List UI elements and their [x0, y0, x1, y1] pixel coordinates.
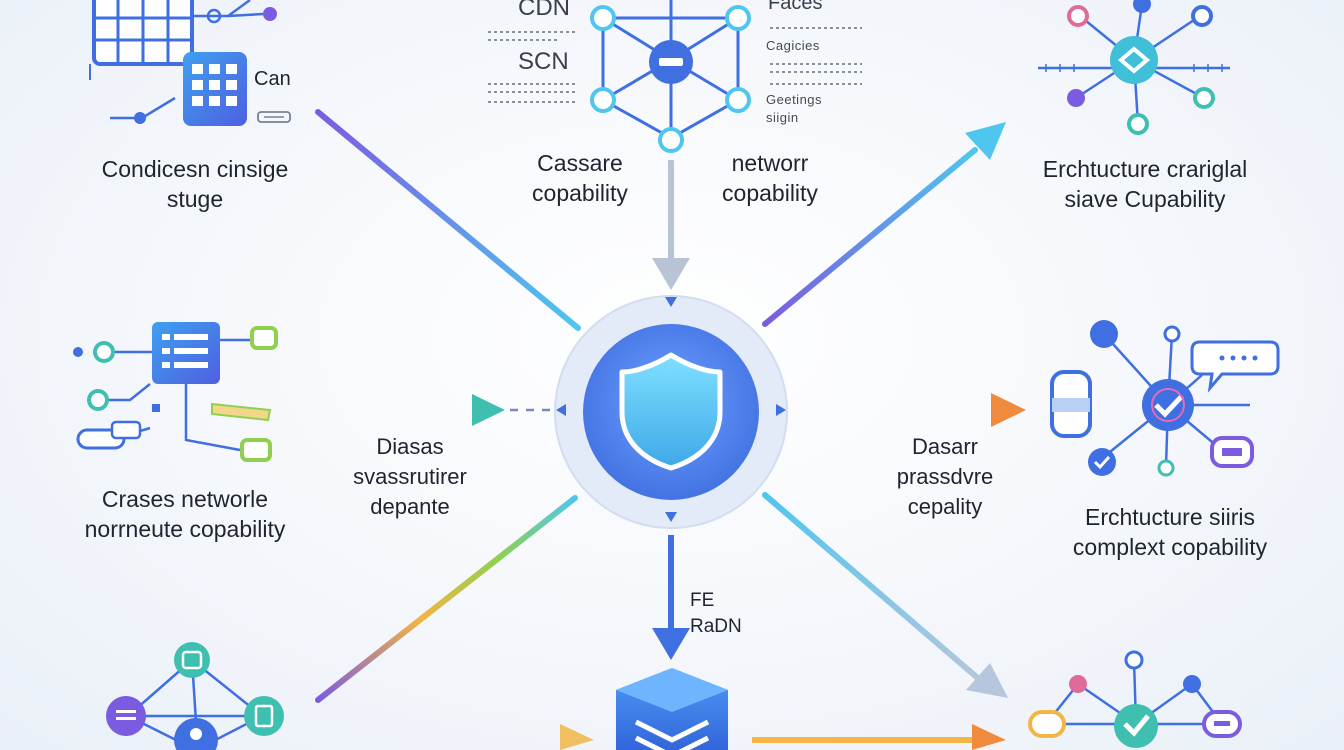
chevron-down-icon — [665, 297, 677, 307]
arrow-bottom-left — [315, 495, 578, 703]
node-network-bottom-right-icon — [1028, 650, 1242, 748]
connectors — [305, 109, 1026, 750]
tree-network-icon — [1038, 0, 1230, 135]
label-top-left: Condicesn cinsige stuge — [70, 154, 320, 214]
chevron-down-icon — [665, 512, 677, 522]
label-line: Erchtucture crariglal — [1042, 156, 1248, 182]
arrowhead-top-center — [652, 258, 690, 290]
icon-text-cdn: CDN — [518, 0, 570, 21]
label-line: Condicesn cinsige — [101, 156, 289, 182]
label-mid-right: Erchtucture siiris complext copability — [1030, 502, 1310, 562]
label-line: FE — [690, 590, 715, 611]
arrowhead-mid-left — [472, 394, 505, 426]
label-line: svassrutirer — [353, 464, 467, 489]
shield-icon — [619, 352, 723, 471]
label-line: stuge — [166, 186, 224, 212]
grid-calendar-icon — [89, 0, 291, 126]
label-top-center-left: Cassare copability — [510, 148, 650, 208]
node-network-bottom-left-icon — [106, 642, 284, 750]
icon-text-faces: Faces — [768, 0, 823, 14]
label-line: prassdvre — [896, 464, 994, 489]
label-line: cepality — [907, 494, 983, 519]
arrow-bottom-right — [762, 492, 983, 683]
label-line: copability — [532, 180, 628, 206]
arrowhead-bottom-center — [652, 628, 690, 660]
icon-text-list-3: siigin — [766, 110, 799, 125]
server-list-icon — [73, 322, 278, 462]
label-line: Diasas — [376, 434, 444, 459]
label-line: RaDN — [690, 616, 742, 637]
arrowhead-bottom-in — [560, 724, 594, 750]
label-bottom-center: FE RaDN — [690, 588, 770, 640]
arrow-top-right — [762, 147, 978, 327]
chevron-left-icon — [556, 404, 566, 416]
label-mid-left: Crases networle norrneute copability — [50, 484, 320, 544]
label-top-center-right: networr copability — [700, 148, 840, 208]
label-line: norrneute copability — [84, 516, 286, 542]
chat-network-icon — [1050, 320, 1280, 477]
label-top-right: Erchtucture crariglal siave Cupability — [1010, 154, 1280, 214]
chevron-right-icon — [776, 404, 786, 416]
label-mid-center-left: Diasas svassrutirer depante — [330, 432, 490, 522]
icon-text-can: Can — [254, 68, 291, 90]
label-line: Dasarr — [911, 434, 978, 459]
label-line: copability — [722, 180, 818, 206]
icon-text-list-2: Geetings — [766, 92, 823, 107]
label-mid-center-right: Dasarr prassdvre cepality — [870, 432, 1020, 522]
database-icon — [616, 668, 728, 750]
arrowhead-top-right — [965, 122, 1006, 160]
arrowhead-mid-right — [991, 393, 1026, 427]
label-line: Crases networle — [101, 486, 269, 512]
label-line: depante — [370, 494, 450, 519]
label-line: siave Cupability — [1064, 186, 1226, 212]
icon-text-list-1: Cagicies — [766, 38, 820, 53]
arrow-top-left — [315, 109, 581, 331]
decorative-text-lines — [488, 27, 862, 103]
label-line: complext copability — [1072, 534, 1268, 560]
label-line: Cassare — [537, 150, 623, 176]
label-line: networr — [731, 150, 809, 176]
network-hexagon-icon — [590, 0, 751, 153]
icon-text-scn: SCN — [518, 48, 569, 75]
arrowhead-bottom-out — [972, 724, 1006, 750]
arrowhead-bottom-right — [966, 663, 1008, 698]
label-line: Erchtucture siiris — [1085, 504, 1255, 530]
security-hub[interactable] — [554, 295, 788, 529]
